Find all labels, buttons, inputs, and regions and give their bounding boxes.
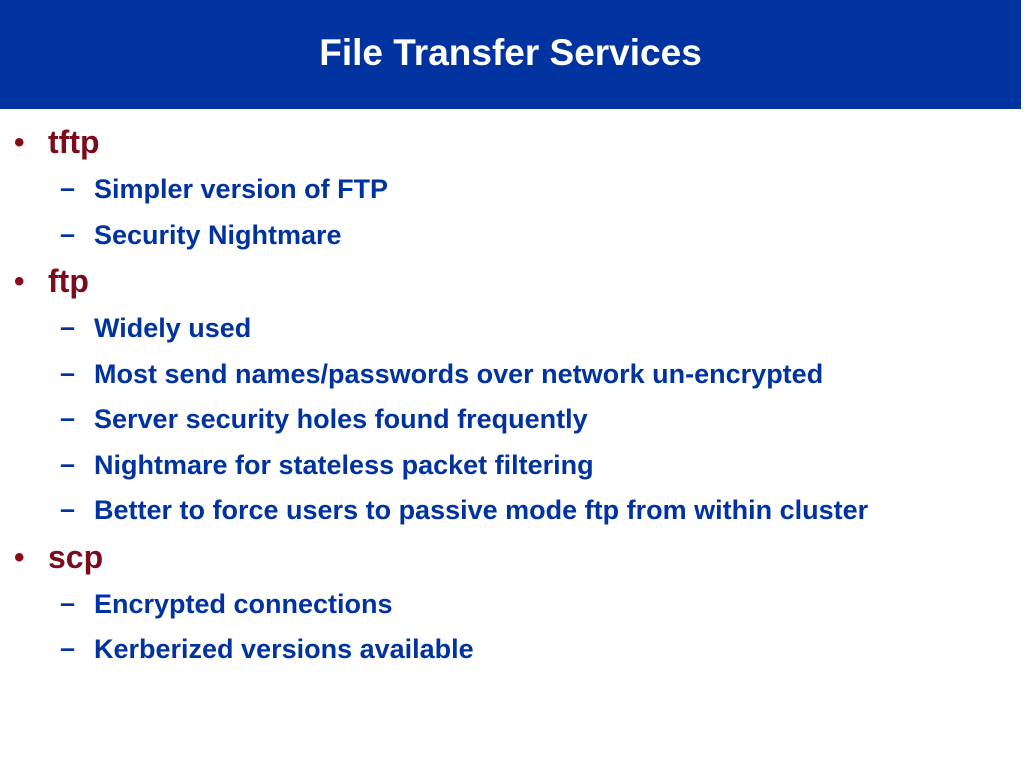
- sub-bullet-item: – Most send names/passwords over network…: [0, 355, 1024, 401]
- sub-bullet-item: – Nightmare for stateless packet filteri…: [0, 446, 1024, 492]
- sub-bullet-marker: –: [60, 173, 76, 203]
- sub-bullet-marker: –: [60, 633, 76, 663]
- slide-title: File Transfer Services: [319, 31, 702, 73]
- sub-bullet-item: – Simpler version of FTP: [0, 170, 1024, 216]
- sub-bullet-marker: –: [60, 357, 76, 388]
- bullet-item: • tftp: [0, 122, 1024, 170]
- sub-bullet-text: Kerberized versions available: [94, 634, 474, 664]
- sub-bullet-item: – Better to force users to passive mode …: [0, 491, 1024, 537]
- bullet-marker: •: [14, 126, 25, 159]
- bullet-label: scp: [48, 538, 104, 575]
- sub-bullet-marker: –: [60, 218, 76, 249]
- sub-bullet-marker: –: [60, 448, 76, 479]
- sub-bullet-text: Security Nightmare: [94, 219, 342, 250]
- bullet-item: • scp: [0, 537, 1024, 585]
- bullet-item: • ftp: [0, 261, 1024, 309]
- sub-bullet-text: Widely used: [94, 313, 252, 343]
- sub-bullet-text: Server security holes found frequently: [94, 404, 588, 434]
- sub-bullet-text: Better to force users to passive mode ft…: [94, 495, 869, 525]
- sub-bullet-item: – Server security holes found frequently: [0, 400, 1024, 446]
- sub-bullet-item: – Security Nightmare: [0, 216, 1024, 262]
- bullet-marker: •: [14, 540, 25, 574]
- bullet-marker: •: [14, 265, 25, 298]
- sub-bullet-marker: –: [60, 312, 76, 342]
- sub-bullet-marker: –: [60, 403, 76, 433]
- title-bar: File Transfer Services: [0, 0, 1021, 109]
- sub-bullet-marker: –: [60, 494, 76, 524]
- sub-bullet-text: Encrypted connections: [94, 588, 393, 619]
- slide-content: • tftp – Simpler version of FTP – Securi…: [0, 122, 1024, 676]
- sub-bullet-text: Simpler version of FTP: [94, 174, 389, 204]
- sub-bullet-item: – Kerberized versions available: [0, 630, 1024, 676]
- sub-bullet-item: – Encrypted connections: [0, 585, 1024, 631]
- sub-bullet-item: – Widely used: [0, 309, 1024, 355]
- sub-bullet-text: Most send names/passwords over network u…: [94, 358, 824, 389]
- sub-bullet-text: Nightmare for stateless packet filtering: [94, 449, 594, 480]
- sub-bullet-marker: –: [60, 587, 76, 618]
- bullet-label: tftp: [48, 124, 100, 160]
- bullet-label: ftp: [48, 263, 89, 299]
